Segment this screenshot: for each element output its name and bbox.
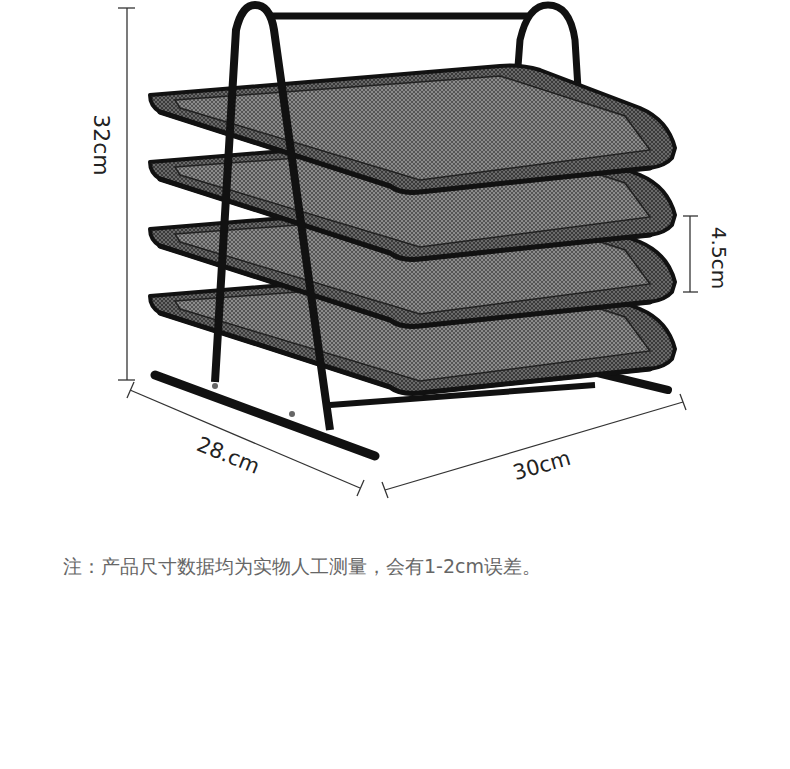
width-dimension: 30cm bbox=[511, 447, 574, 485]
dimension-lines bbox=[118, 8, 698, 498]
measurement-note: 注：产品尺寸数据均为实物人工测量，会有1-2cm误差。 bbox=[63, 556, 541, 577]
tier-spacing-dimension: 4.5cm bbox=[708, 227, 730, 289]
height-dimension: 32cm bbox=[89, 114, 113, 176]
depth-dimension: 28.cm bbox=[193, 433, 262, 479]
